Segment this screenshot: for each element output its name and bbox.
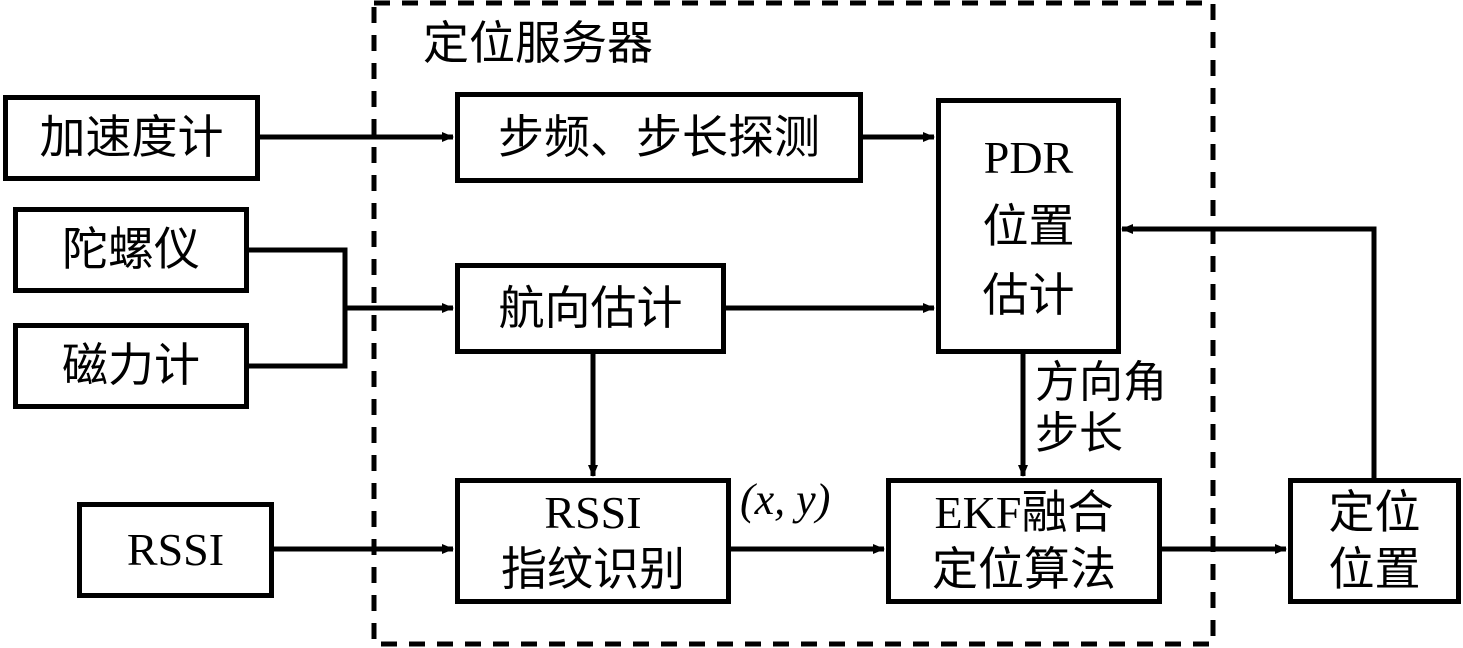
edge-label-heading: 方向角 步长 xyxy=(1035,358,1167,459)
pdr-node: PDR 位置 估计 xyxy=(936,98,1121,354)
heading-estimation-label: 航向估计 xyxy=(498,282,683,334)
output-position-label-1: 定位 xyxy=(1328,486,1421,538)
server-boundary xyxy=(371,0,1216,647)
magnetometer-label: 磁力计 xyxy=(62,340,200,392)
accelerometer-node: 加速度计 xyxy=(3,95,260,181)
edge-label-heading-1: 方向角 xyxy=(1035,358,1167,407)
rssi-fingerprint-label-2: 指纹识别 xyxy=(501,544,685,595)
ekf-fusion-label-1: EKF融合 xyxy=(934,486,1114,538)
rssi-fingerprint-label-1: RSSI xyxy=(544,486,642,538)
gyroscope-label: 陀螺仪 xyxy=(62,224,200,276)
rssi-input-label: RSSI xyxy=(126,524,225,576)
ekf-fusion-node: EKF融合 定位算法 xyxy=(886,478,1162,604)
pdr-label-2: 位置 xyxy=(982,200,1075,252)
edge-label-xy: (x, y) xyxy=(740,475,831,524)
heading-estimation-node: 航向估计 xyxy=(455,263,726,354)
server-label: 定位服务器 xyxy=(423,18,653,69)
edge-label-heading-2: 步长 xyxy=(1035,408,1123,458)
accelerometer-label: 加速度计 xyxy=(39,112,224,164)
magnetometer-node: 磁力计 xyxy=(13,323,249,409)
ekf-fusion-label-2: 定位算法 xyxy=(932,544,1116,595)
arrow-feedback-to-pdr xyxy=(1121,224,1377,478)
output-position-node: 定位 位置 xyxy=(1288,478,1461,604)
rssi-input-node: RSSI xyxy=(77,502,274,598)
step-detection-label: 步频、步长探测 xyxy=(498,111,820,163)
line-gyro xyxy=(248,247,348,369)
step-detection-node: 步频、步长探测 xyxy=(455,92,863,183)
pdr-label-3: 估计 xyxy=(982,269,1075,321)
output-position-label-2: 位置 xyxy=(1328,544,1421,595)
rssi-fingerprint-node: RSSI 指纹识别 xyxy=(455,478,731,604)
gyroscope-node: 陀螺仪 xyxy=(13,207,249,293)
pdr-label-1: PDR xyxy=(983,131,1074,183)
